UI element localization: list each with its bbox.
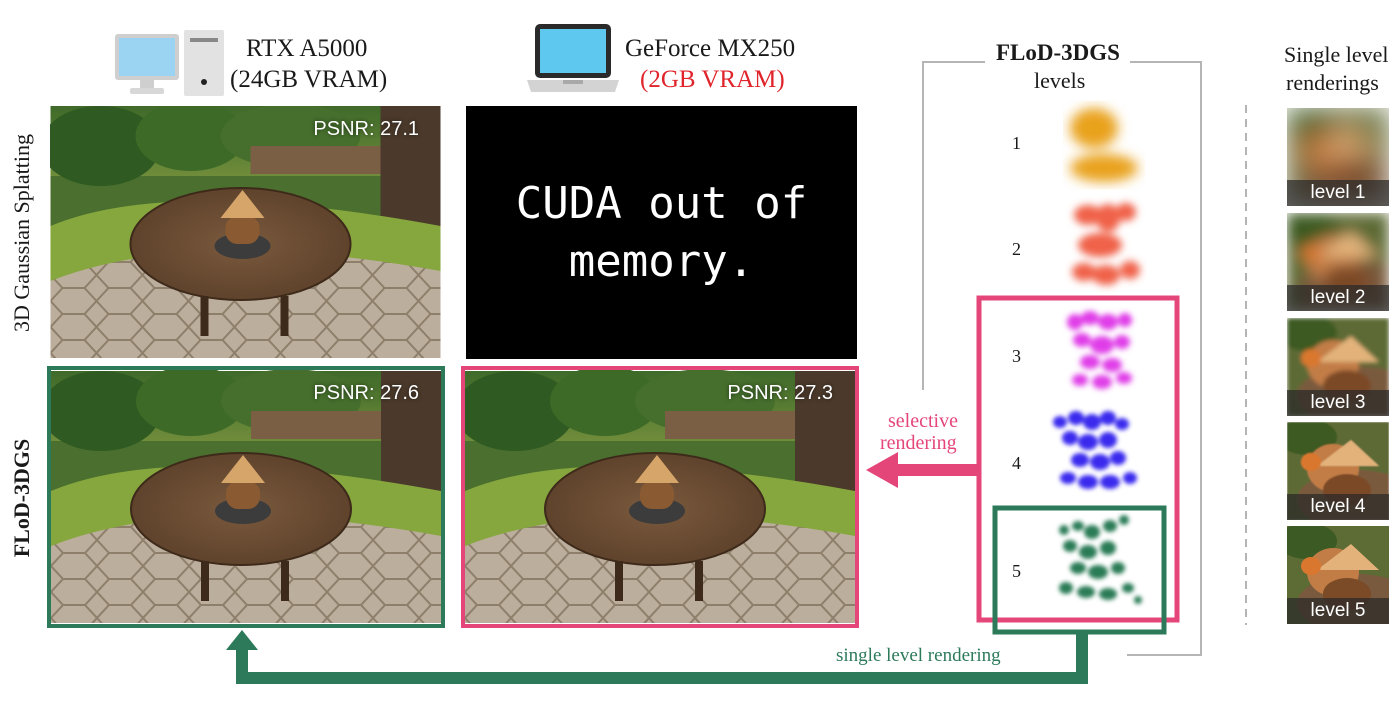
thumb-level-3: level 3 — [1287, 318, 1389, 416]
thumb-label-2: level 2 — [1287, 285, 1389, 311]
levels-panel-bracket — [922, 61, 1202, 656]
level-number-2: 2 — [1012, 239, 1021, 259]
gaussian-levels-figure — [1053, 108, 1142, 604]
level-number-4: 4 — [1012, 453, 1021, 473]
thumb-level-5: level 5 — [1287, 526, 1389, 624]
level-number-3: 3 — [1012, 346, 1021, 366]
laptop-icon — [527, 24, 619, 92]
render-a5000-3dgs: PSNR: 27.1 — [50, 106, 441, 358]
levels-subtitle: levels — [1034, 68, 1086, 93]
render-mx250-flod: PSNR: 27.3 — [461, 366, 859, 628]
row-label-flod: FLoD-3DGS — [9, 438, 34, 558]
psnr-mx250-flod: PSNR: 27.3 — [727, 382, 833, 404]
selective-rendering-label-1: selective — [888, 410, 958, 432]
psnr-a5000-3dgs: PSNR: 27.1 — [313, 118, 419, 140]
laptop-gpu-name: GeForce MX250 — [625, 35, 796, 62]
thumb-label-3: level 3 — [1287, 390, 1389, 416]
single-level-title-1: Single level — [1284, 42, 1389, 67]
thumb-level-2: level 2 — [1287, 213, 1389, 311]
thumb-label-4: level 4 — [1287, 494, 1389, 520]
level-number-5: 5 — [1012, 561, 1021, 581]
level-4-gaussians — [1053, 411, 1137, 489]
level-5-gaussians — [1059, 515, 1142, 604]
psnr-a5000-flod: PSNR: 27.6 — [313, 382, 419, 404]
level-1-gaussians — [1070, 108, 1138, 182]
cuda-error-line-1: CUDA out of — [515, 177, 808, 229]
garden-scene-image — [465, 370, 855, 624]
thumb-label-5: level 5 — [1287, 598, 1389, 624]
level-number-1: 1 — [1012, 133, 1021, 153]
render-a5000-flod: PSNR: 27.6 — [47, 366, 445, 628]
level-2-gaussians — [1072, 203, 1140, 285]
cuda-error-panel: CUDA out of memory. — [466, 106, 857, 359]
level-3-gaussians — [1067, 311, 1132, 389]
selective-rendering-label-2: rendering — [880, 432, 957, 454]
desktop-gpu-vram: (24GB VRAM) — [230, 66, 388, 93]
thumb-level-4: level 4 — [1287, 422, 1389, 520]
thumb-level-1: level 1 — [1287, 108, 1389, 206]
single-panel-divider — [1245, 105, 1247, 625]
garden-scene-image — [50, 106, 441, 358]
garden-scene-image — [51, 370, 441, 624]
row-label-3dgs: 3D Gaussian Splatting — [9, 134, 34, 332]
single-level-rendering-label: single level rendering — [836, 645, 1001, 666]
single-level-title-2: renderings — [1286, 70, 1379, 95]
cuda-error-line-2: memory. — [568, 235, 755, 287]
levels-title: FLoD-3DGS — [996, 40, 1120, 65]
laptop-gpu-vram: (2GB VRAM) — [640, 66, 785, 93]
desktop-gpu-name: RTX A5000 — [246, 35, 368, 62]
thumb-label-1: level 1 — [1287, 180, 1389, 206]
desktop-computer-icon — [115, 30, 224, 96]
